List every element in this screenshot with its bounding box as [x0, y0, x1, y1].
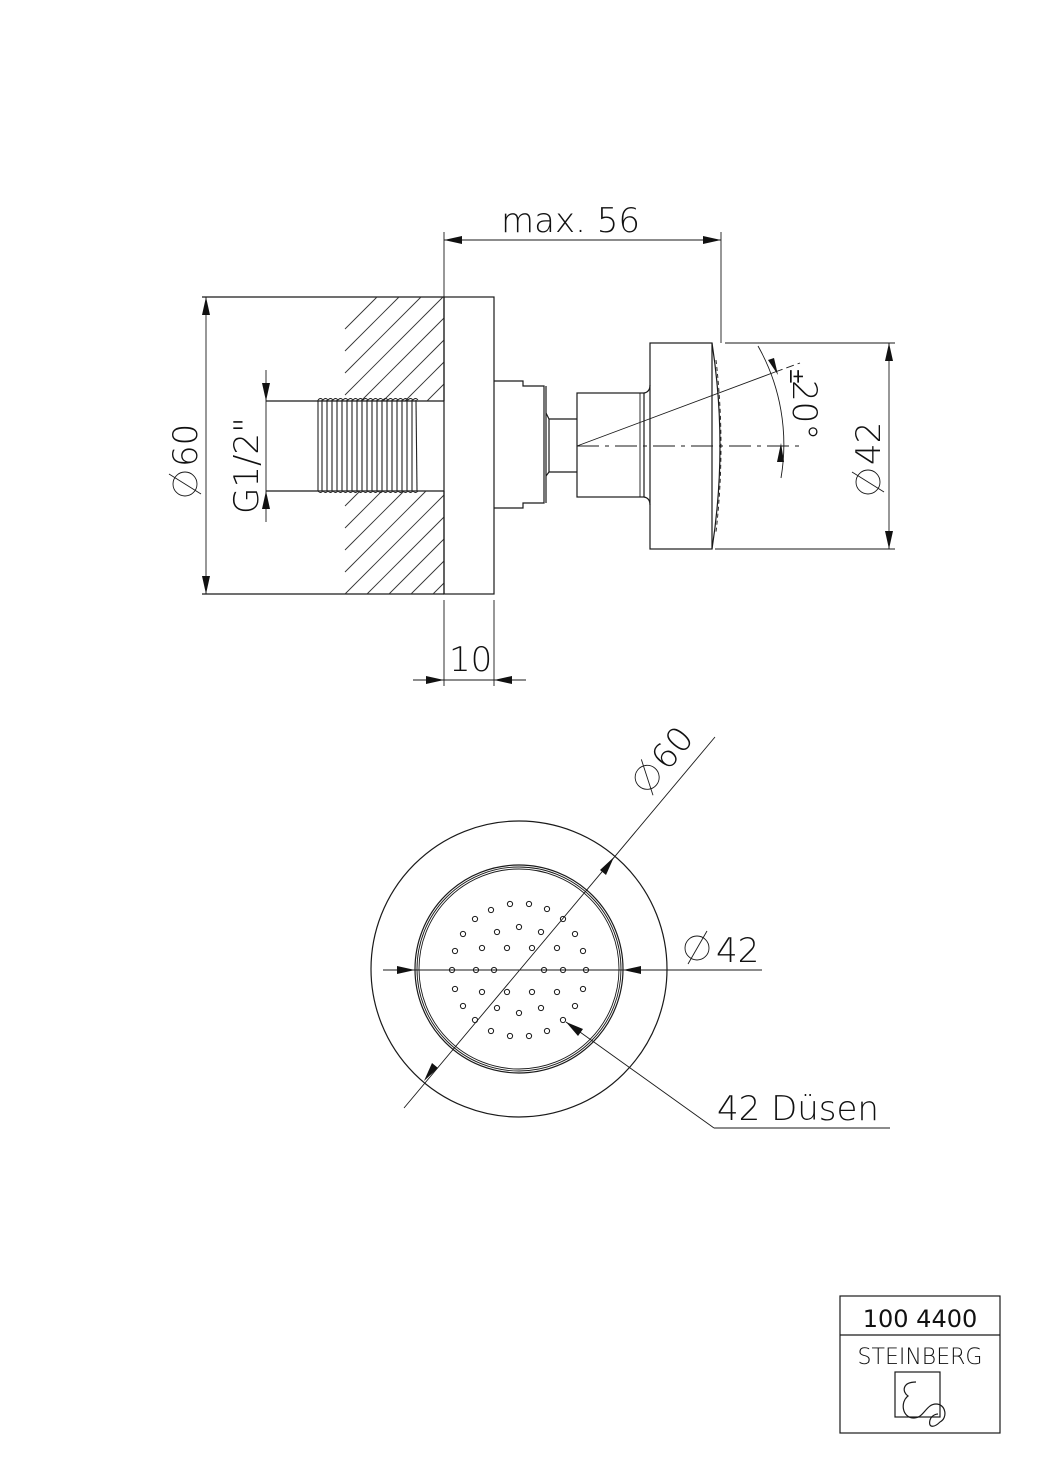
nozzle-grid	[448, 900, 590, 1040]
nozzle-count-label: 42 Düsen	[717, 1089, 879, 1129]
dim-thread-label: G1/2"	[227, 417, 267, 514]
dim-plate-10-label: 10	[449, 640, 492, 680]
thread-g12	[317, 398, 419, 493]
steinberg-logo-icon	[894, 1371, 946, 1427]
dim-diameter-42-side: 42	[715, 342, 895, 550]
wall-hatching-bottom	[344, 490, 445, 595]
dim-diameter-60-side-label: 60	[166, 424, 206, 467]
diameter-symbol-icon	[172, 471, 198, 497]
swivel-nut	[576, 384, 651, 506]
outer-rosette-circle	[370, 820, 668, 1118]
dim-max-56-label: max. 56	[501, 201, 640, 241]
tilt-line	[576, 371, 776, 447]
diameter-symbol-icon	[684, 935, 710, 961]
dim-diameter-60-front-label: 60	[644, 719, 702, 778]
dim-diameter-42-front-label: 42	[716, 931, 759, 971]
diameter-symbol-icon	[855, 469, 881, 495]
dim-thread-g12: G1/2"	[227, 370, 270, 522]
article-number: 100 4400	[863, 1305, 978, 1333]
nozzle-leader: 42 Düsen	[565, 1021, 890, 1129]
connector	[494, 380, 577, 509]
dim-plate-10: 10	[413, 600, 526, 686]
angle-tolerance: ±	[785, 368, 809, 385]
dim-diameter-60-front: 60	[403, 719, 716, 1109]
wall-rosette	[443, 296, 495, 595]
angle-value: 20°	[784, 380, 824, 440]
brand-name: STEINBERG	[858, 1345, 983, 1370]
wall-hatching-top	[344, 296, 445, 402]
dim-max-56: max. 56	[443, 201, 722, 343]
side-view: 20° ± max. 56 60	[166, 201, 895, 686]
dim-diameter-42-side-label: 42	[849, 422, 889, 465]
front-view: 60 42 42 Düsen	[370, 719, 890, 1129]
spray-face-circle	[414, 864, 624, 1074]
dim-diameter-60-side: 60	[166, 297, 210, 594]
tilt-angle-dimension: 20° ±	[757, 345, 824, 479]
diameter-symbol-icon	[634, 764, 660, 790]
title-block: 100 4400 STEINBERG	[839, 1295, 1001, 1434]
dim-diameter-42-front: 42	[383, 930, 762, 974]
